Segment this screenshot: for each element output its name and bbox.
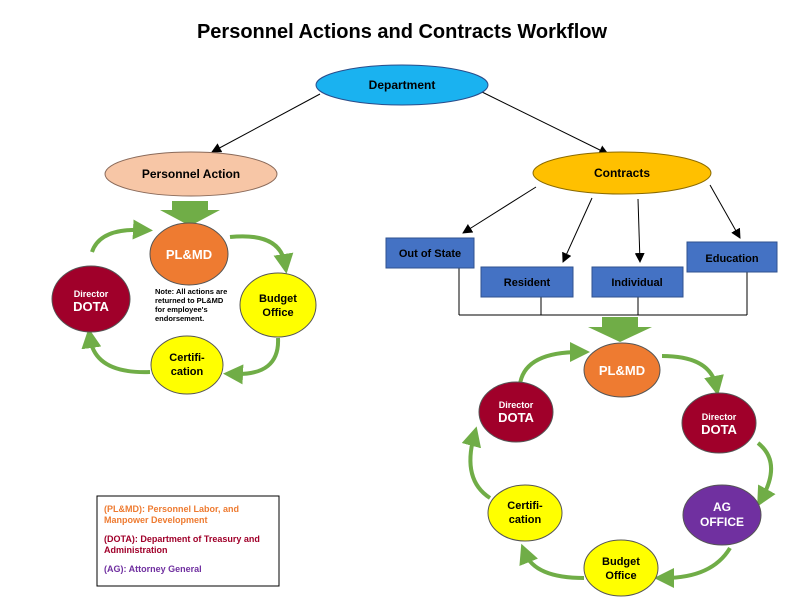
left-budget-label-1: Budget <box>259 293 297 305</box>
page-title: Personnel Actions and Contracts Workflow <box>197 21 608 43</box>
out-of-state-box: Out of State <box>399 248 461 260</box>
left-cycle-arrows <box>81 219 294 385</box>
right-dota-right-label-2: DOTA <box>701 422 737 437</box>
connector-arrows <box>211 91 741 263</box>
legend-plmd-2: Manpower Development <box>104 515 208 525</box>
left-cert-label-1: Certifi- <box>169 352 205 364</box>
left-dota-node: Director DOTA <box>51 265 131 333</box>
legend-plmd-1: (PL&MD): Personnel Labor, and <box>104 504 239 514</box>
left-certification-node: Certifi- cation <box>150 335 224 395</box>
right-ag-node: AG OFFICE <box>682 484 762 546</box>
note-line-1: Note: All actions are <box>155 287 227 296</box>
right-dota-left-node: Director DOTA <box>478 381 554 443</box>
left-plmd-label: PL&MD <box>166 247 212 262</box>
left-dota-label-2: DOTA <box>73 299 109 314</box>
department-label: Department <box>369 78 436 92</box>
right-dota-right-label-1: Director <box>702 412 737 422</box>
right-ag-label-1: AG <box>713 500 731 514</box>
right-certification-node: Certifi- cation <box>487 484 563 542</box>
contracts-node: Contracts <box>532 151 712 195</box>
department-node: Department <box>315 64 489 106</box>
right-plmd-label: PL&MD <box>599 363 645 378</box>
note-line-4: endorsement. <box>155 314 204 323</box>
right-plmd-node: PL&MD <box>583 342 661 398</box>
resident-box: Resident <box>504 277 551 289</box>
left-plmd-node: PL&MD <box>149 222 229 286</box>
note-line-2: returned to PL&MD <box>155 296 224 305</box>
left-cycle-note: Note: All actions are returned to PL&MD … <box>155 287 227 323</box>
right-budget-node: Budget Office <box>583 539 659 597</box>
education-box: Education <box>705 253 758 265</box>
personnel-action-label: Personnel Action <box>142 167 240 181</box>
legend-dota-2: Administration <box>104 545 168 555</box>
left-dota-label-1: Director <box>74 289 109 299</box>
right-cert-label-1: Certifi- <box>507 500 543 512</box>
contracts-label: Contracts <box>594 166 650 180</box>
left-budget-label-2: Office <box>262 307 293 319</box>
right-ag-label-2: OFFICE <box>700 515 744 529</box>
green-down-arrow-left <box>160 201 220 226</box>
green-down-arrow-right <box>588 317 652 342</box>
right-dota-left-label-2: DOTA <box>498 410 534 425</box>
right-dota-left-label-1: Director <box>499 400 534 410</box>
right-budget-label-2: Office <box>605 570 636 582</box>
legend-ag: (AG): Attorney General <box>104 564 202 574</box>
individual-box: Individual <box>611 277 662 289</box>
legend-box: (PL&MD): Personnel Labor, and Manpower D… <box>96 495 280 587</box>
legend-dota-1: (DOTA): Department of Treasury and <box>104 534 260 544</box>
right-budget-label-1: Budget <box>602 556 640 568</box>
personnel-action-node: Personnel Action <box>104 151 278 197</box>
note-line-3: for employee's <box>155 305 208 314</box>
right-dota-right-node: Director DOTA <box>681 392 757 454</box>
contracts-bracket <box>458 268 748 316</box>
left-cert-label-2: cation <box>171 366 204 378</box>
contract-types: Out of State Resident Individual Educati… <box>385 237 778 298</box>
right-cycle-arrows <box>461 342 776 588</box>
left-budget-node: Budget Office <box>239 272 317 338</box>
right-cert-label-2: cation <box>509 514 542 526</box>
